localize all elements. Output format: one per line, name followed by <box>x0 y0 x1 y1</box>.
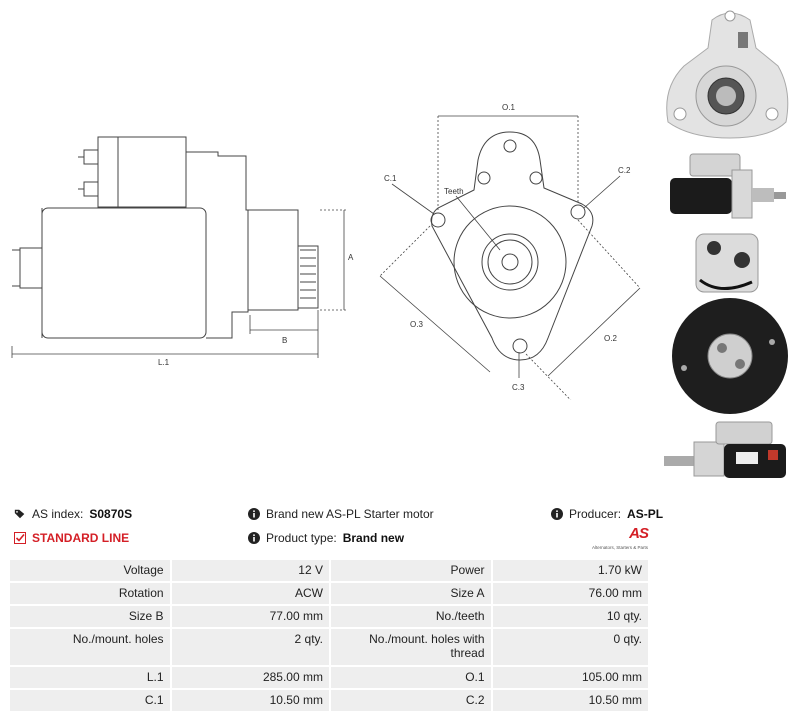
standard-line: STANDARD LINE <box>14 531 129 545</box>
spec-key: Rotation <box>10 583 170 604</box>
spec-key: Power <box>330 560 491 581</box>
logo-tagline: Alternators, Starters & Parts <box>591 545 648 550</box>
as-index-label: AS index: <box>32 507 84 521</box>
front-view-drawing <box>379 115 641 400</box>
dimension-label-a: A <box>348 253 354 262</box>
specifications-table: Voltage 12 V Power 1.70 kW Rotation ACW … <box>8 558 650 713</box>
dimension-label-o1: O.1 <box>502 103 515 112</box>
teeth-label: Teeth <box>444 187 464 196</box>
spec-value: 10 qty. <box>492 606 648 627</box>
info-icon <box>551 508 563 520</box>
spec-key: No./teeth <box>330 606 491 627</box>
table-row: Size B 77.00 mm No./teeth 10 qty. <box>10 606 648 627</box>
standard-line-label: STANDARD LINE <box>32 531 130 545</box>
spec-key: O.1 <box>330 667 491 688</box>
product-type-value: Brand new <box>342 531 405 545</box>
spec-key: L.1 <box>10 667 170 688</box>
as-index: AS index: S0870S <box>14 507 132 521</box>
product-photo-side-2 <box>664 421 786 478</box>
product-photo-side-1 <box>670 153 786 219</box>
spec-value: 77.00 mm <box>171 606 329 627</box>
producer-value: AS-PL <box>627 507 664 521</box>
as-index-value: S0870S <box>89 507 133 521</box>
table-row: Rotation ACW Size A 76.00 mm <box>10 583 648 604</box>
info-icon <box>248 508 260 520</box>
info-icon <box>248 532 260 544</box>
dimension-label-o3: O.3 <box>410 320 423 329</box>
dimension-label-c1: C.1 <box>384 174 397 183</box>
dimension-label-c3: C.3 <box>512 383 525 392</box>
spec-value: 105.00 mm <box>492 667 648 688</box>
table-row: C.1 10.50 mm C.2 10.50 mm <box>10 690 648 711</box>
product-photo-front <box>666 10 789 139</box>
description-text: Brand new AS-PL Starter motor <box>266 507 434 521</box>
product-description: Brand new AS-PL Starter motor <box>248 507 434 521</box>
table-row: L.1 285.00 mm O.1 105.00 mm <box>10 667 648 688</box>
checkbox-icon <box>14 532 26 544</box>
spec-key: C.2 <box>330 690 491 711</box>
spec-key: Size A <box>330 583 491 604</box>
spec-key: No./mount. holes with thread <box>330 629 491 665</box>
as-pl-logo: AS Alternators, Starters & Parts <box>584 525 649 553</box>
spec-value: 76.00 mm <box>492 583 648 604</box>
spec-key: C.1 <box>10 690 170 711</box>
spec-key: No./mount. holes <box>10 629 170 665</box>
side-view-drawing <box>11 136 348 358</box>
logo-mark: AS <box>629 525 649 542</box>
dimension-label-b: B <box>282 336 287 345</box>
table-row: No./mount. holes 2 qty. No./mount. holes… <box>10 629 648 665</box>
producer-label: Producer: <box>569 507 622 521</box>
table-row: Voltage 12 V Power 1.70 kW <box>10 560 648 581</box>
spec-value: 1.70 kW <box>492 560 648 581</box>
spec-value: 10.50 mm <box>492 690 648 711</box>
spec-value: 10.50 mm <box>171 690 329 711</box>
producer: Producer: AS-PL <box>551 507 663 521</box>
dimension-label-o2: O.2 <box>604 334 617 343</box>
spec-value: 0 qty. <box>492 629 648 665</box>
product-photo-rear <box>672 233 788 414</box>
spec-value: 2 qty. <box>171 629 329 665</box>
spec-key: Size B <box>10 606 170 627</box>
product-type-label: Product type: <box>266 531 337 545</box>
dimension-label-l1: L.1 <box>158 358 170 367</box>
dimension-label-c2: C.2 <box>618 166 631 175</box>
product-type: Product type: Brand new <box>248 531 404 545</box>
tag-icon <box>14 508 26 520</box>
spec-value: 285.00 mm <box>171 667 329 688</box>
spec-value: 12 V <box>171 560 329 581</box>
spec-value: ACW <box>171 583 329 604</box>
spec-key: Voltage <box>10 560 170 581</box>
technical-drawing: A B L.1 O.1 O.2 O.3 C.1 C.2 C.3 Teeth <box>11 103 641 400</box>
